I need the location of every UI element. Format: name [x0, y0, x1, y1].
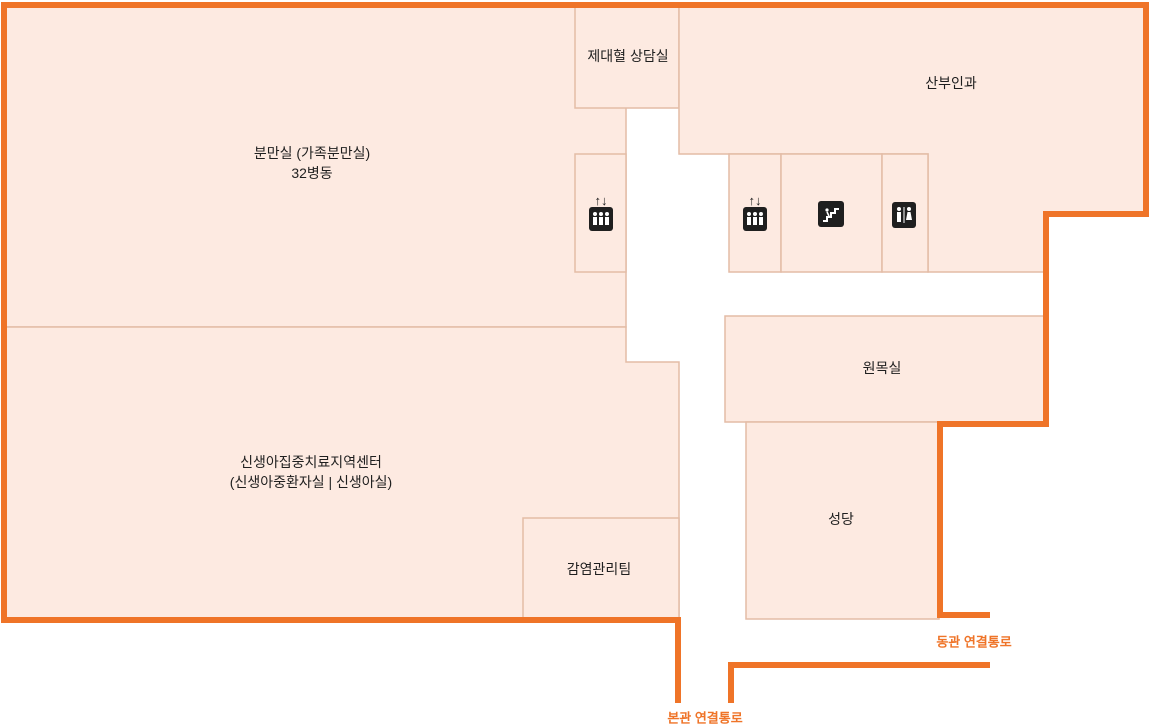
label-nicu-line2: (신생아중환자실 | 신생아실): [229, 474, 393, 490]
room-infection[interactable]: [522, 517, 680, 621]
wall-corridor-east: [728, 662, 990, 703]
elevator-arrows-right: ↑↓: [748, 193, 762, 208]
label-main-building-link: 본관 연결통로: [667, 710, 743, 726]
restroom-icon[interactable]: [892, 202, 916, 228]
label-delivery: 분만실 (가족분만실) 32병동: [254, 143, 370, 183]
label-delivery-line1: 분만실 (가족분만실): [253, 145, 371, 161]
wall-left-block: [1, 2, 1149, 703]
label-east-building-link: 동관 연결통로: [936, 634, 1012, 650]
stairs-icon[interactable]: [818, 201, 844, 227]
label-infection: 감염관리팀: [566, 561, 632, 577]
label-nicu: 신생아집중치료지역센터 (신생아중환자실 | 신생아실): [230, 452, 392, 492]
room-chapel[interactable]: [745, 421, 940, 620]
label-consult: 제대혈 상담실: [587, 48, 669, 64]
elevator-icon[interactable]: [589, 207, 613, 231]
elevator-icon[interactable]: [743, 207, 767, 231]
room-delivery[interactable]: [3, 4, 627, 328]
label-nicu-line1: 신생아집중치료지역센터: [240, 454, 382, 470]
label-chapel: 성당: [828, 511, 854, 527]
room-consult[interactable]: [574, 4, 680, 109]
elevator-arrows-left: ↑↓: [594, 193, 608, 208]
label-obgyn: 산부인과: [925, 75, 977, 91]
label-delivery-line2: 32병동: [291, 165, 333, 181]
label-bath: 원목실: [862, 360, 902, 376]
